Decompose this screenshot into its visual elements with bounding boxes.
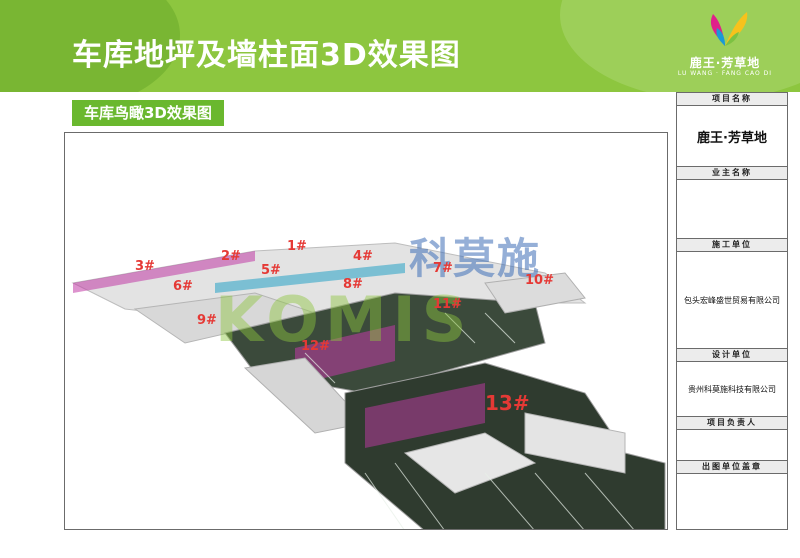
design-value: 贵州科莫施科技有限公司 <box>688 384 776 394</box>
owner-value <box>677 180 787 238</box>
logo-text-en: LU WANG · FANG CAO DI <box>677 70 773 77</box>
design-label: 设计单位 <box>677 348 787 362</box>
title-block-panel: 项目名称 鹿王·芳草地 业主名称 施工单位 包头宏峰盛世贸易有限公司 设计单位 … <box>676 92 788 530</box>
brand-logo: 鹿王·芳草地 LU WANG · FANG CAO DI <box>672 6 778 90</box>
construction-value: 包头宏峰盛世贸易有限公司 <box>684 295 780 305</box>
zone-label: 12# <box>301 339 330 354</box>
zone-label: 6# <box>173 279 193 294</box>
lower-block-2 <box>403 432 537 494</box>
garage-3d-rendering <box>71 242 666 529</box>
seal-value <box>677 474 787 528</box>
right-upper-block <box>484 272 586 314</box>
zone-label: 13# <box>485 391 530 415</box>
zone-label: 2# <box>221 249 241 264</box>
parking-lines <box>304 312 634 529</box>
construction-label: 施工单位 <box>677 238 787 252</box>
watermark-cn: 科莫施 <box>409 234 542 283</box>
upper-slab-wall-blue <box>215 263 405 293</box>
zone-label: 1# <box>287 239 307 254</box>
zone-label: 5# <box>261 263 281 278</box>
header-band: 车库地坪及墙柱面3D效果图 鹿王·芳草地 LU WANG · FANG CAO … <box>0 0 800 92</box>
manager-value <box>677 430 787 460</box>
owner-label: 业主名称 <box>677 166 787 180</box>
upper-slab-wall <box>73 251 255 293</box>
lower-wall <box>365 383 485 448</box>
zone-label: 9# <box>197 313 217 328</box>
section-title: 车库鸟瞰3D效果图 <box>72 100 224 126</box>
butterfly-logo-icon <box>710 12 748 46</box>
page-title: 车库地坪及墙柱面3D效果图 <box>72 38 461 73</box>
seal-label: 出图单位盖章 <box>677 460 787 474</box>
zone-label: 3# <box>135 259 155 274</box>
zone-label: 10# <box>525 273 554 288</box>
header-decor-left <box>0 0 180 92</box>
zone-label: 8# <box>343 277 363 292</box>
project-name-value: 鹿王·芳草地 <box>697 130 767 146</box>
project-name-label: 项目名称 <box>677 92 787 106</box>
zone-label: 7# <box>433 261 453 276</box>
rendering-frame: 科莫施 KOMIS 1# 2# 3# 4# 5# 6# 7# 8# 9# 10#… <box>64 132 668 530</box>
lower-block <box>524 412 626 474</box>
manager-label: 项目负责人 <box>677 416 787 430</box>
zone-label: 4# <box>353 249 373 264</box>
middle-wall <box>295 325 395 385</box>
logo-text-cn: 鹿王·芳草地 <box>689 56 761 70</box>
watermark-en: KOMIS <box>215 283 473 356</box>
zone-label: 11# <box>433 297 462 312</box>
